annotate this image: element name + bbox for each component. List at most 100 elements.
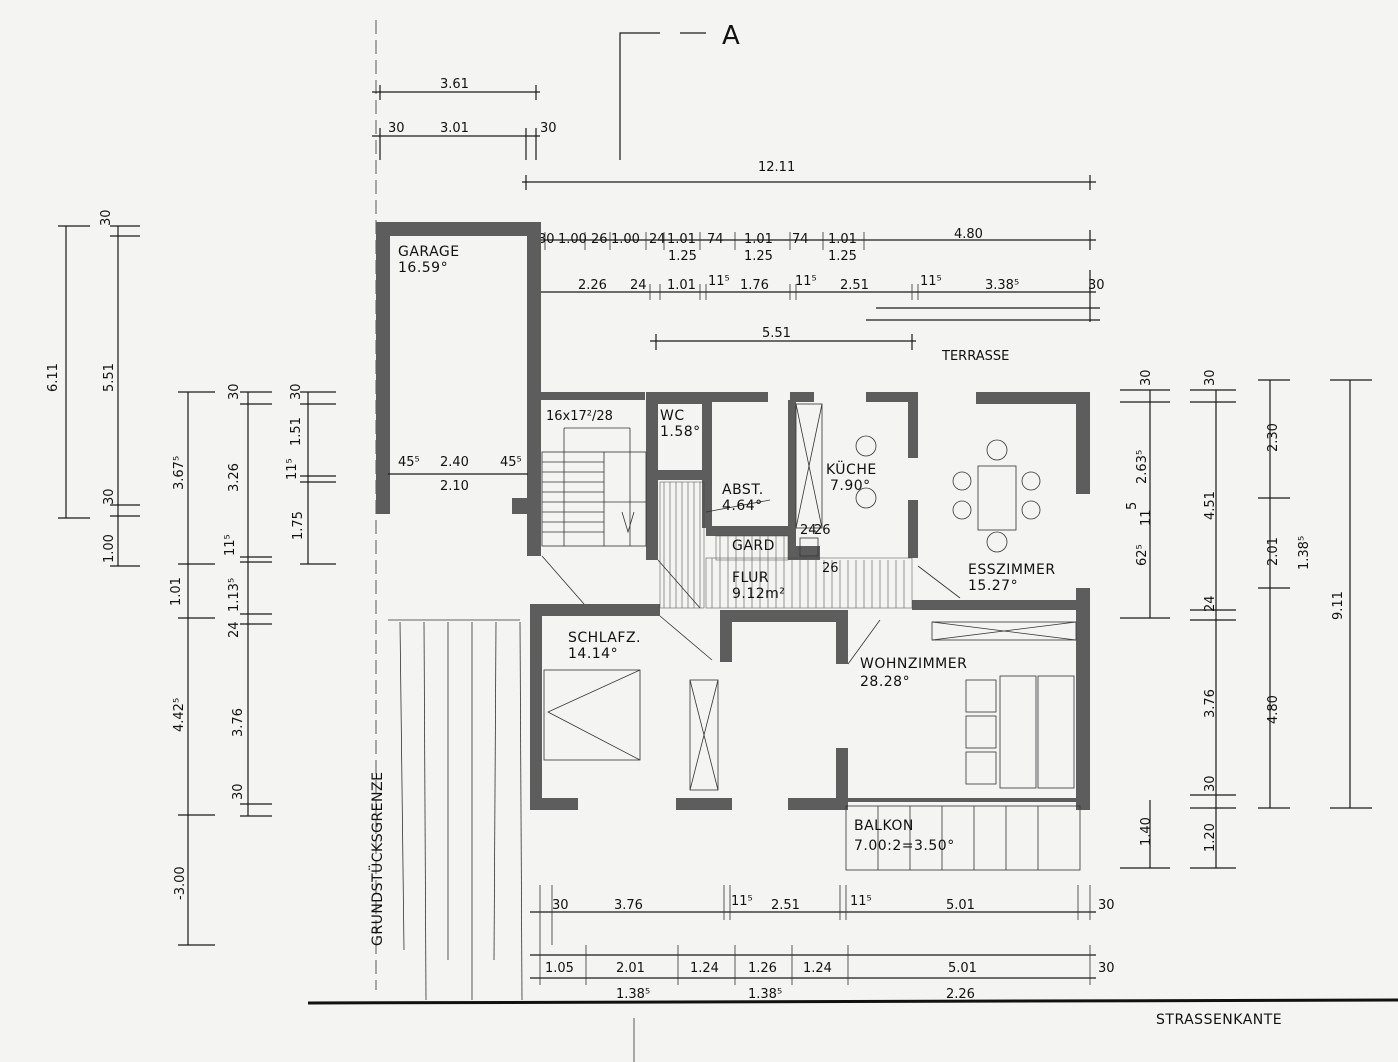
dim-row1: 4.80 — [954, 227, 983, 242]
dim-garage-45b: 45⁵ — [500, 455, 522, 470]
staircase: 16x17²/28 — [541, 409, 647, 547]
dim-30: 30 — [289, 383, 304, 400]
dim-4.80: 4.80 — [1266, 695, 1281, 724]
property-boundary-label: GRUNDSTÜCKSGRENZE — [368, 772, 386, 946]
dim-24: 24 — [1203, 595, 1218, 612]
dim-bottom-row1: 2.51 — [771, 898, 800, 913]
dim-bottom-row1: 5.01 — [946, 898, 975, 913]
dim-row2: 3.38⁵ — [985, 278, 1019, 293]
dim-30: 30 — [227, 383, 242, 400]
dim-4.51: 4.51 — [1203, 491, 1218, 520]
dim-30: 30 — [1203, 775, 1218, 792]
bedroom-furniture — [543, 669, 719, 791]
stair-label: 16x17²/28 — [546, 409, 613, 424]
dim-row2: 11⁵ — [920, 274, 942, 289]
room-flur-name: FLUR — [732, 570, 769, 586]
dim-row1b: 1.25 — [828, 249, 857, 264]
dim-bottom-row1: 3.76 — [614, 898, 643, 913]
driveway — [388, 619, 523, 1001]
dim-9.11: 9.11 — [1331, 591, 1346, 620]
walls — [376, 222, 1090, 810]
dim-30: 30 — [1203, 369, 1218, 386]
dim-1.13-5: 1.13⁵ — [227, 578, 242, 612]
room-esszimmer-area: 15.27° — [968, 578, 1018, 594]
dim-1.20: 1.20 — [1203, 823, 1218, 852]
dim-bottom-row1: 11⁵ — [850, 894, 872, 909]
dim-row1: 1.01 — [744, 232, 773, 247]
left-dimensions — [58, 225, 336, 946]
dining-table — [952, 439, 1041, 553]
room-wc-name: WC — [660, 408, 685, 424]
dim-row1: 26 — [591, 232, 608, 247]
room-kueche-area: 7.90° — [830, 478, 871, 494]
section-marker-label: A — [722, 21, 740, 51]
dim-12.11: 12.11 — [758, 160, 795, 175]
dim-62-5: 62⁵ — [1135, 544, 1150, 566]
terrace-label: TERRASSE — [941, 349, 1009, 364]
dim-1.40: 1.40 — [1139, 817, 1154, 846]
living-room-furniture — [931, 621, 1077, 789]
kitchen-cabinets — [795, 403, 877, 557]
dim-3.26: 3.26 — [227, 463, 242, 492]
dim-bottom-row2: 1.24 — [803, 961, 832, 976]
dim-2.30: 2.30 — [1266, 423, 1281, 452]
left-dimension-labels: 6.11 5.51 30 30 1.00 3.67⁵ 30 3.26 11⁵ 3… — [46, 209, 306, 900]
dim-1.51: 1.51 — [289, 417, 304, 446]
section-marker: A — [619, 21, 740, 160]
right-dimension-labels: 30 2.63⁵ 11 5 62⁵ 30 2.30 4.51 2.01 1.38… — [1125, 369, 1346, 852]
dim-garage-2.40: 2.40 — [440, 455, 469, 470]
dim-11: 11 — [1139, 509, 1154, 526]
room-gard-name: GARD — [732, 538, 775, 554]
dim-row2: 11⁵ — [795, 274, 817, 289]
street-edge-label: STRASSENKANTE — [1156, 1012, 1282, 1028]
dim-bottom-row3: 2.26 — [946, 987, 975, 1002]
room-garage-area: 16.59° — [398, 260, 448, 276]
dim-row1b: 1.25 — [744, 249, 773, 264]
dim-bottom-row3: 1.38⁵ — [748, 987, 782, 1002]
dim-small-24: 24 — [800, 523, 817, 538]
dim-small-26: 26 — [814, 523, 831, 538]
dim-bottom-row1: 30 — [1098, 898, 1115, 913]
dim-bottom-row2: 1.05 — [545, 961, 574, 976]
dim-30: 30 — [1139, 369, 1154, 386]
dim-bottom-row1: 30 — [552, 898, 569, 913]
dim-24: 24 — [227, 621, 242, 638]
dim-3.76: 3.76 — [231, 708, 246, 737]
door-swings — [541, 499, 961, 665]
room-balkon-area: 7.00:2=3.50° — [854, 838, 955, 854]
dim-row2: 30 — [1088, 278, 1105, 293]
dim-30-right: 30 — [540, 121, 557, 136]
room-kueche-name: KÜCHE — [826, 460, 877, 478]
dim-minus-3.00: -3.00 — [173, 866, 188, 900]
room-wc-area: 1.58° — [660, 424, 701, 440]
dim-30: 30 — [102, 488, 117, 505]
bottom-dimensions: 30 3.76 11⁵ 2.51 11⁵ 5.01 30 1.05 2.01 1… — [530, 885, 1115, 1002]
dim-row1: 30 — [538, 232, 555, 247]
dim-5.51: 5.51 — [762, 326, 791, 341]
dim-row2: 11⁵ — [708, 274, 730, 289]
right-dimensions — [1120, 379, 1372, 869]
dim-garage-45: 45⁵ — [398, 455, 420, 470]
dim-row2: 2.26 — [578, 278, 607, 293]
dim-2.01: 2.01 — [1266, 537, 1281, 566]
room-esszimmer-name: ESSZIMMER — [968, 562, 1056, 578]
dim-bottom-row2: 1.24 — [690, 961, 719, 976]
dim-bottom-row2: 2.01 — [616, 961, 645, 976]
dim-bottom-row2: 5.01 — [948, 961, 977, 976]
dim-3.67: 3.67⁵ — [172, 456, 187, 490]
room-abst-area: 4.64° — [722, 498, 763, 514]
dim-3.01: 3.01 — [440, 121, 469, 136]
dim-bottom-row1: 11⁵ — [731, 894, 753, 909]
dim-row2: 24 — [630, 278, 647, 293]
dim-row1: 24 — [649, 232, 666, 247]
dim-1.75: 1.75 — [291, 511, 306, 540]
balcony — [845, 805, 1081, 871]
room-wohnzimmer-area: 28.28° — [860, 674, 910, 690]
dim-row1: 1.01 — [828, 232, 857, 247]
dim-1.38-5: 1.38⁵ — [1297, 536, 1312, 570]
dim-5.51: 5.51 — [102, 363, 117, 392]
room-schlafz-name: SCHLAFZ. — [568, 630, 641, 646]
room-wohnzimmer-name: WOHNZIMMER — [860, 656, 967, 672]
dim-row1: 1.00 — [558, 232, 587, 247]
